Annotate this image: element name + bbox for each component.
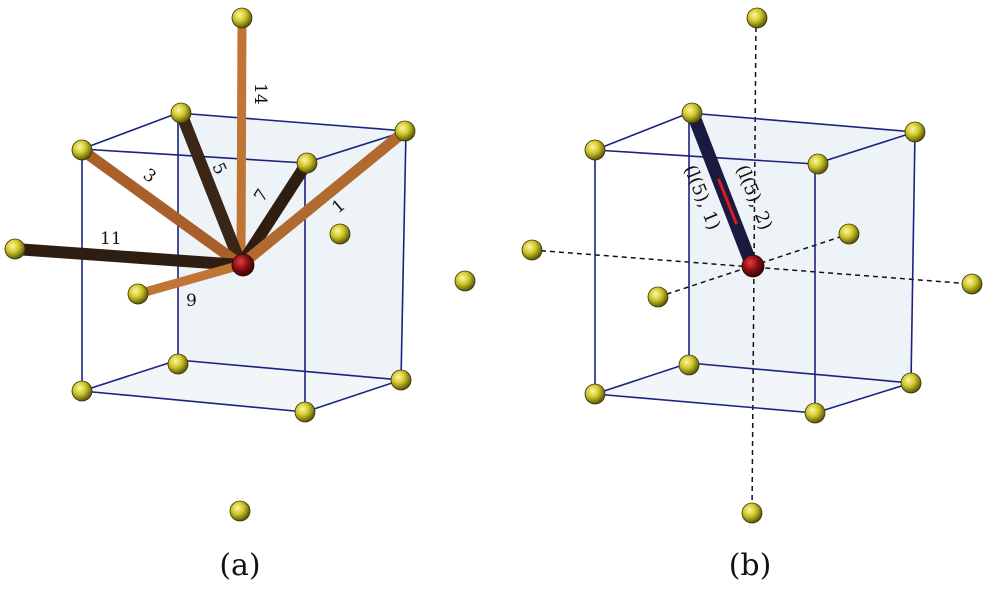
node bbox=[900, 372, 922, 394]
edge-label-9: 9 bbox=[186, 291, 197, 311]
cube-edges bbox=[81, 112, 407, 413]
node bbox=[394, 120, 416, 142]
node bbox=[390, 369, 412, 391]
node bbox=[681, 102, 703, 124]
panel-b: (l(5), 1) (l(5), 2) bbox=[521, 7, 983, 524]
node bbox=[647, 286, 669, 308]
edge-label-11: 11 bbox=[100, 229, 122, 249]
node bbox=[294, 401, 316, 423]
bond-14 bbox=[236, 13, 247, 270]
bond-5 bbox=[175, 107, 247, 271]
node bbox=[170, 102, 192, 124]
node bbox=[296, 152, 318, 174]
bond-9 bbox=[133, 260, 246, 299]
bonds-a bbox=[9, 13, 411, 299]
node bbox=[807, 153, 829, 175]
node bbox=[231, 7, 253, 29]
node bbox=[71, 380, 93, 402]
node bbox=[584, 383, 606, 405]
caption-b: (b) bbox=[728, 548, 772, 583]
node bbox=[838, 223, 860, 245]
node bbox=[804, 402, 826, 424]
node bbox=[329, 223, 351, 245]
node bbox=[4, 238, 26, 260]
node bbox=[521, 239, 543, 261]
cube-back-face bbox=[689, 113, 915, 383]
nodes-a bbox=[4, 7, 476, 522]
node bbox=[71, 139, 93, 161]
node bbox=[746, 7, 768, 29]
panel-a: 14 5 3 7 1 11 9 bbox=[4, 7, 476, 522]
node bbox=[454, 270, 476, 292]
bond-3 bbox=[76, 144, 247, 271]
node bbox=[961, 273, 983, 295]
bond-1 bbox=[235, 125, 411, 271]
node bbox=[167, 353, 189, 375]
bond-11 bbox=[9, 243, 247, 271]
nodes-b bbox=[521, 7, 983, 524]
bond-7 bbox=[235, 157, 313, 271]
bond-l5-highlight bbox=[717, 178, 738, 225]
edge-label-3: 3 bbox=[139, 165, 160, 188]
node bbox=[678, 354, 700, 376]
center-node bbox=[741, 254, 765, 278]
node bbox=[741, 502, 763, 524]
caption-a: (a) bbox=[219, 548, 261, 583]
center-node bbox=[231, 253, 255, 277]
node bbox=[584, 139, 606, 161]
node bbox=[904, 121, 926, 143]
edge-label-14: 14 bbox=[250, 83, 270, 105]
node bbox=[127, 283, 149, 305]
node bbox=[229, 500, 251, 522]
